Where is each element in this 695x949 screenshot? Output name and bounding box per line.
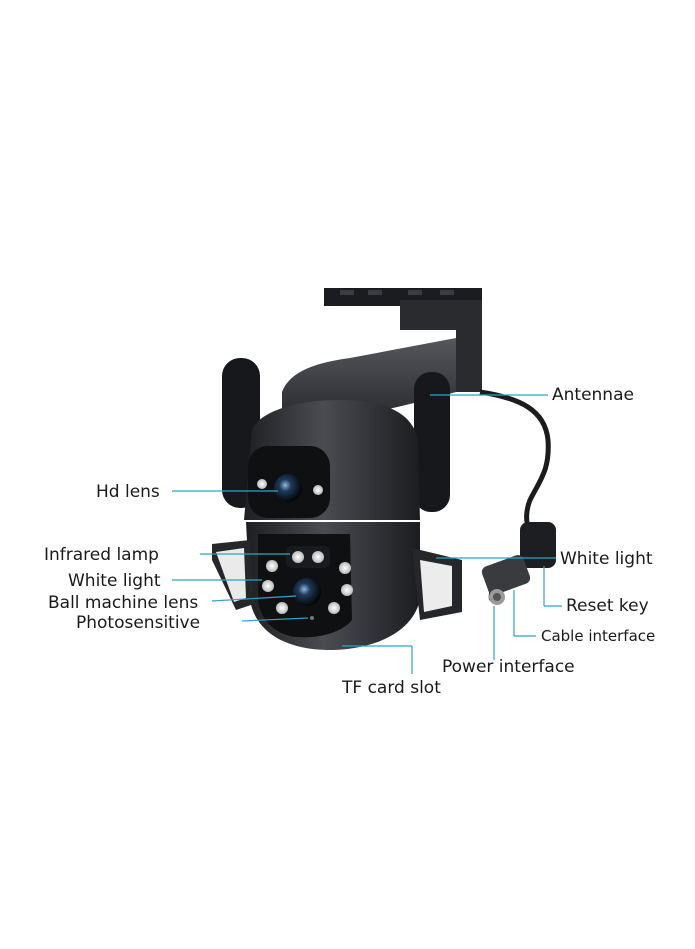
camera-arm (282, 338, 456, 420)
leader-lines (172, 394, 562, 674)
label-ball-machine-lens: Ball machine lens (48, 593, 198, 613)
label-cable-interface: Cable interface (541, 627, 655, 645)
label-white-light-right: White light (560, 549, 653, 569)
upper-camera-head (244, 400, 420, 520)
label-reset-key: Reset key (566, 596, 649, 616)
lower-camera-head (246, 522, 420, 650)
label-infrared-lamp: Infrared lamp (44, 545, 159, 565)
cable (479, 389, 556, 605)
label-tf-card-slot: TF card slot (341, 678, 441, 698)
label-white-light-left: White light (68, 571, 161, 591)
label-photosensitive: Photosensitive (76, 613, 200, 633)
label-hd-lens: Hd lens (96, 482, 160, 502)
label-power-interface: Power interface (442, 657, 575, 677)
label-antennae: Antennae (552, 385, 634, 405)
wall-bracket (324, 288, 482, 392)
side-light-panels (212, 540, 462, 620)
